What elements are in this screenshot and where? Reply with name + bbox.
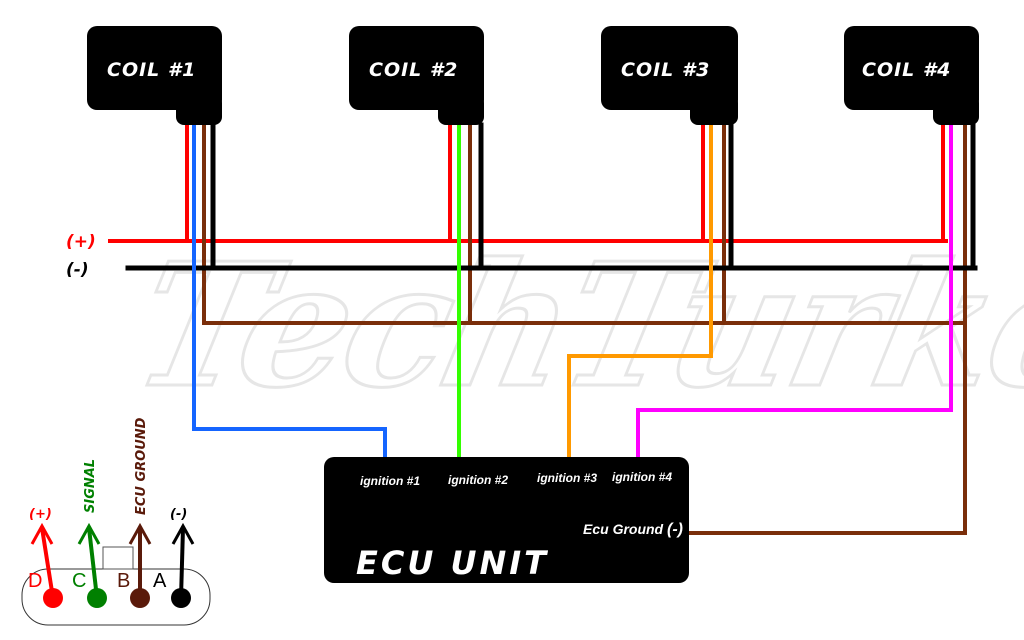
pin-a-function-label: (-) [170,507,187,522]
coil-4-label: COIL #4 [862,59,951,81]
pin-c-terminal [87,588,107,608]
pin-b-function-label: ECU GROUND [134,417,149,515]
watermark: TechTurkey [120,226,1024,426]
ignition-1-wire [192,123,387,459]
pin-b-terminal [130,588,150,608]
pin-d-function-label: (+) [29,507,52,522]
ignition-4-wire [636,123,953,459]
pin-a-letter: A [153,570,167,592]
ecu-pin-ignition-1: ignition #1 [360,474,420,488]
connector-pinout: D (+) C SIGNAL B ECU GROUND A (-) [21,417,211,626]
ecu-pin-ignition-3: ignition #3 [537,471,597,485]
ecu-pin-ignition-2: ignition #2 [448,473,508,487]
pin-d-arrow [40,527,55,599]
ignition-3-wire [567,123,713,459]
minus-rail-label: (-) [66,260,89,280]
coil-1: COIL #1 [87,26,222,125]
pin-c-function-label: SIGNAL [83,459,98,513]
pin-d-terminal [43,588,63,608]
ecu-title: ECU UNIT [356,544,549,582]
pin-c-letter: C [72,570,86,592]
connector-key [102,546,134,570]
pin-c-arrowhead-icon [77,522,101,545]
pin-d-letter: D [28,570,42,592]
coil-1-label: COIL #1 [107,59,196,81]
coil-3: COIL #3 [601,26,738,125]
coil-3-label: COIL #3 [621,59,710,81]
ecu-unit: ignition #1 ignition #2 ignition #3 igni… [324,457,689,583]
pin-b-letter: B [117,570,130,592]
pin-b-arrowhead-icon [128,522,152,545]
wires [108,122,978,535]
ecu-ground-label: Ecu Ground (-) [583,521,683,538]
ecu-pin-ignition-4: ignition #4 [612,470,672,484]
coil-4: COIL #4 [844,26,979,125]
pin-a-arrowhead-icon [171,522,195,545]
pin-d-arrowhead-icon [30,522,54,545]
plus-rail-label: (+) [66,232,96,252]
pin-a-arrow [179,527,185,599]
coil-2-label: COIL #2 [369,59,458,81]
pin-c-arrow [87,527,99,599]
connector-pins: D (+) C SIGNAL B ECU GROUND A (-) [28,417,195,608]
coil-2: COIL #2 [349,26,484,125]
coil-4-ground-wire [687,123,967,535]
pin-a-terminal [171,588,191,608]
